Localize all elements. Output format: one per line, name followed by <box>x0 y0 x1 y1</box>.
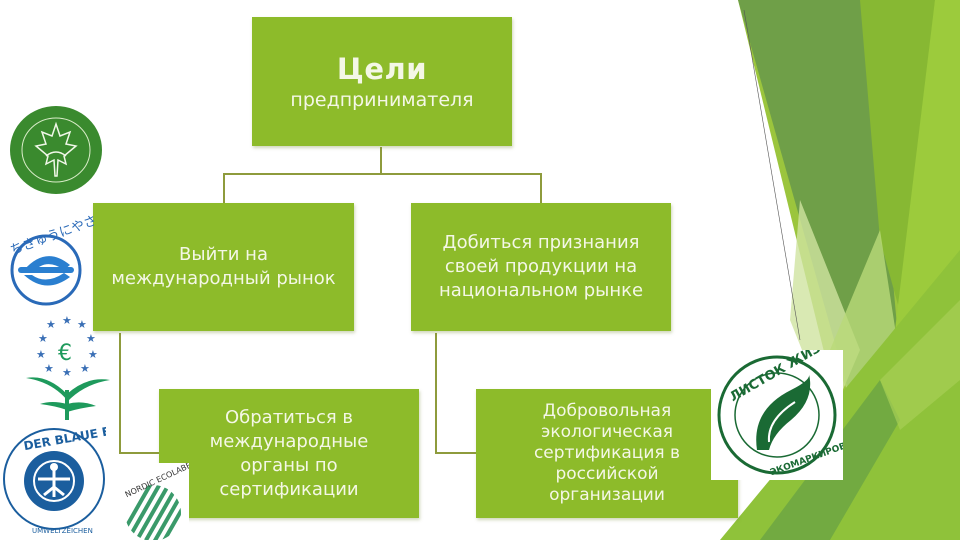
connector-root-down <box>380 147 382 174</box>
node-russian-eco-certification[interactable]: Добровольная экологическая сертификация … <box>476 389 738 518</box>
svg-text:★: ★ <box>44 362 54 375</box>
svg-text:★: ★ <box>80 362 90 375</box>
connector-right-down <box>540 173 542 203</box>
node-label: Добровольная экологическая сертификация … <box>533 401 681 505</box>
connector-right-child-vertical <box>435 333 437 453</box>
svg-text:★: ★ <box>36 348 46 361</box>
connector-right-child-horizontal <box>435 452 477 454</box>
node-international-market[interactable]: Выйти на международный рынок <box>93 203 354 331</box>
connector-left-child-horizontal <box>119 452 159 454</box>
svg-text:★: ★ <box>86 332 96 345</box>
eu-ecolabel-logo-icon: ★★★ ★★ ★★ ★★ ★ € <box>26 314 110 420</box>
node-international-certification[interactable]: Обратиться в международные органы по сер… <box>159 389 419 518</box>
node-label: Выйти на международный рынок <box>111 244 336 289</box>
root-title: Цели <box>336 51 428 86</box>
svg-text:★: ★ <box>62 366 72 379</box>
node-label: Добиться признания своей продукции на на… <box>438 232 644 301</box>
connector-left-down <box>223 173 225 203</box>
listok-zhizni-logo-icon: ЛИСТОК ЖИЗНИ ЭКОМАРКИРОВКА <box>717 330 861 478</box>
node-national-recognition[interactable]: Добиться признания своей продукции на на… <box>411 203 671 331</box>
svg-text:★: ★ <box>38 332 48 345</box>
svg-text:★: ★ <box>62 314 72 327</box>
root-node[interactable]: Цели предпринимателя <box>252 17 512 146</box>
node-label: Обратиться в международные органы по сер… <box>209 406 369 500</box>
environmental-choice-logo-icon <box>10 106 102 194</box>
connector-left-child-vertical <box>119 333 121 453</box>
connector-horizontal <box>223 173 542 175</box>
svg-text:UMWELTZEICHEN: UMWELTZEICHEN <box>32 527 93 535</box>
svg-text:★: ★ <box>88 348 98 361</box>
svg-text:★: ★ <box>46 318 56 331</box>
svg-text:€: € <box>58 341 72 366</box>
root-subtitle: предпринимателя <box>290 88 474 111</box>
svg-text:★: ★ <box>77 318 87 331</box>
nordic-ecolabel-logo-icon: NORDIC ECOLABEL <box>117 463 189 540</box>
listok-zhizni-logo: ЛИСТОК ЖИЗНИ ЭКОМАРКИРОВКА <box>711 330 861 480</box>
blue-angel-logo-icon: DER BLAUE ENGEL UMWELTZEICHEN <box>3 425 106 535</box>
eco-mark-japan-logo-icon: ちきゅうにやさしい <box>8 215 94 306</box>
